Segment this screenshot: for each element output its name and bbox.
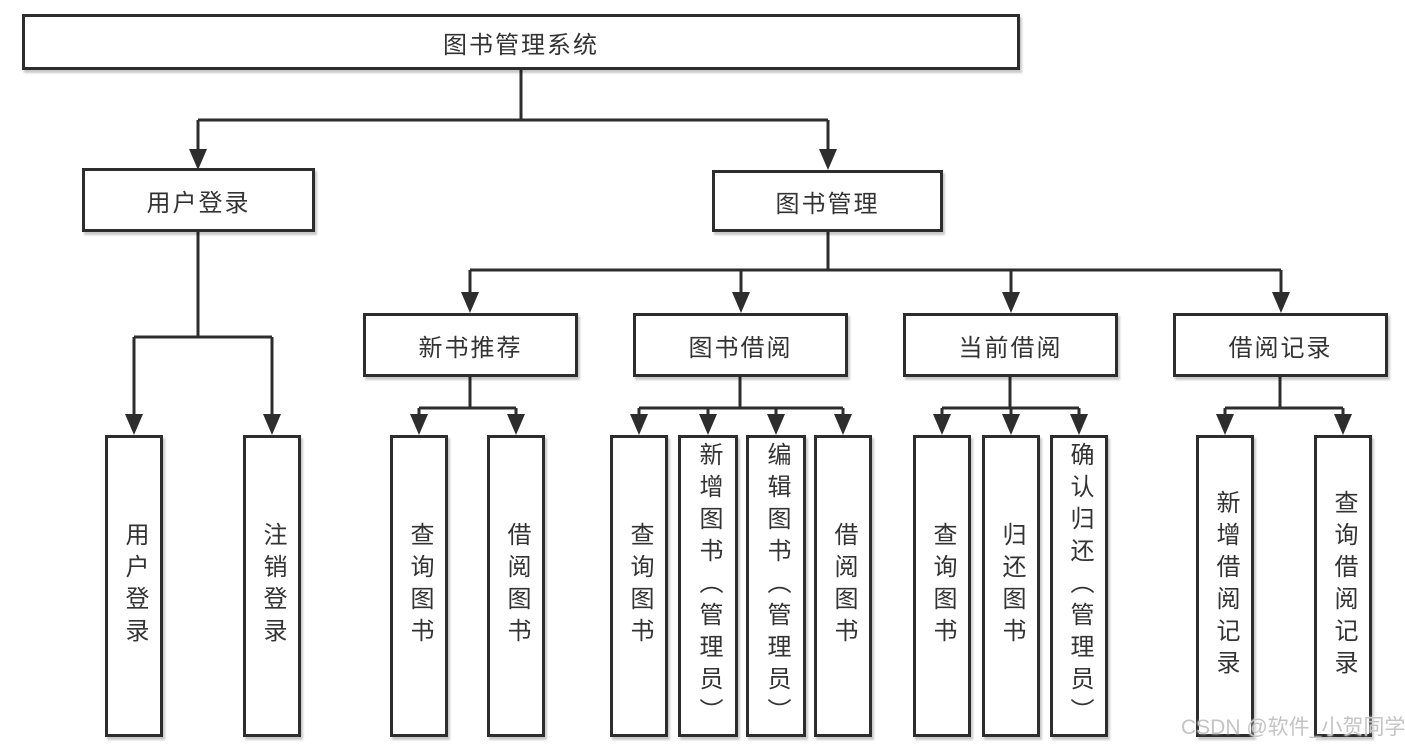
connector-new-book-recommend (417, 377, 518, 416)
connector-user-login (132, 232, 274, 416)
leaf-query-books-borrow-label: 查询图书 (626, 522, 653, 650)
node-book-management-label: 图书管理 (775, 190, 880, 218)
node-borrow-records-label: 借阅记录 (1228, 334, 1333, 362)
leaf-query-books-recommend: 查询图书 (390, 435, 448, 737)
arrow-down-icon (410, 414, 525, 435)
leaf-edit-book-admin-label: 编辑图书（管理员） (763, 442, 790, 730)
leaf-query-borrow-record: 查询借阅记录 (1314, 435, 1372, 737)
leaf-add-borrow-record: 新增借阅记录 (1196, 435, 1254, 737)
node-book-management: 图书管理 (712, 170, 943, 232)
arrow-down-icon (933, 414, 1088, 435)
leaf-query-borrow-record-label: 查询借阅记录 (1330, 490, 1357, 682)
node-current-borrow-label: 当前借阅 (958, 334, 1063, 362)
leaf-add-book-admin: 新增图书（管理员） (678, 435, 738, 737)
leaf-return-book: 归还图书 (982, 435, 1040, 737)
node-borrow-records: 借阅记录 (1173, 313, 1388, 377)
arrow-down-icon (189, 149, 837, 170)
node-root-label: 图书管理系统 (443, 31, 599, 59)
node-new-book-recommend: 新书推荐 (363, 313, 578, 377)
arrow-down-icon (461, 292, 1290, 313)
leaf-return-book-label: 归还图书 (998, 522, 1025, 650)
node-user-login: 用户登录 (82, 168, 315, 232)
arrow-down-icon (1216, 414, 1352, 435)
connector-book-management (468, 232, 1283, 294)
connector-root (196, 70, 830, 151)
leaf-query-books-borrow: 查询图书 (610, 435, 668, 737)
leaf-query-books-current: 查询图书 (913, 435, 971, 737)
node-book-borrow: 图书借阅 (633, 313, 848, 377)
leaf-logout-login: 注销登录 (243, 435, 301, 737)
leaf-borrow-books-label: 借阅图书 (830, 522, 857, 650)
leaf-query-books-current-label: 查询图书 (929, 522, 956, 650)
connector-borrow-records (1223, 377, 1345, 416)
connector-book-borrow (637, 377, 845, 416)
node-book-borrow-label: 图书借阅 (688, 334, 793, 362)
leaf-borrow-books-recommend-label: 借阅图书 (503, 522, 530, 650)
leaf-confirm-return-admin-label: 确认归还（管理员） (1066, 442, 1093, 730)
leaf-confirm-return-admin: 确认归还（管理员） (1050, 435, 1108, 737)
leaf-query-books-recommend-label: 查询图书 (406, 522, 433, 650)
leaf-logout-login-label: 注销登录 (259, 522, 286, 650)
node-new-book-recommend-label: 新书推荐 (418, 334, 523, 362)
arrow-down-icon (630, 414, 852, 435)
leaf-user-login: 用户登录 (105, 435, 163, 737)
arrow-down-icon (125, 414, 281, 435)
leaf-add-borrow-record-label: 新增借阅记录 (1212, 490, 1239, 682)
node-user-login-label: 用户登录 (146, 189, 251, 217)
leaf-user-login-label: 用户登录 (121, 522, 148, 650)
leaf-add-book-admin-label: 新增图书（管理员） (695, 442, 722, 730)
node-current-borrow: 当前借阅 (903, 313, 1118, 377)
leaf-edit-book-admin: 编辑图书（管理员） (746, 435, 806, 737)
leaf-borrow-books-recommend: 借阅图书 (487, 435, 545, 737)
leaf-borrow-books: 借阅图书 (814, 435, 872, 737)
watermark: CSDN @软件_小贺同学 (1181, 716, 1405, 739)
node-root: 图书管理系统 (22, 14, 1020, 70)
connector-current-borrow (940, 377, 1081, 416)
